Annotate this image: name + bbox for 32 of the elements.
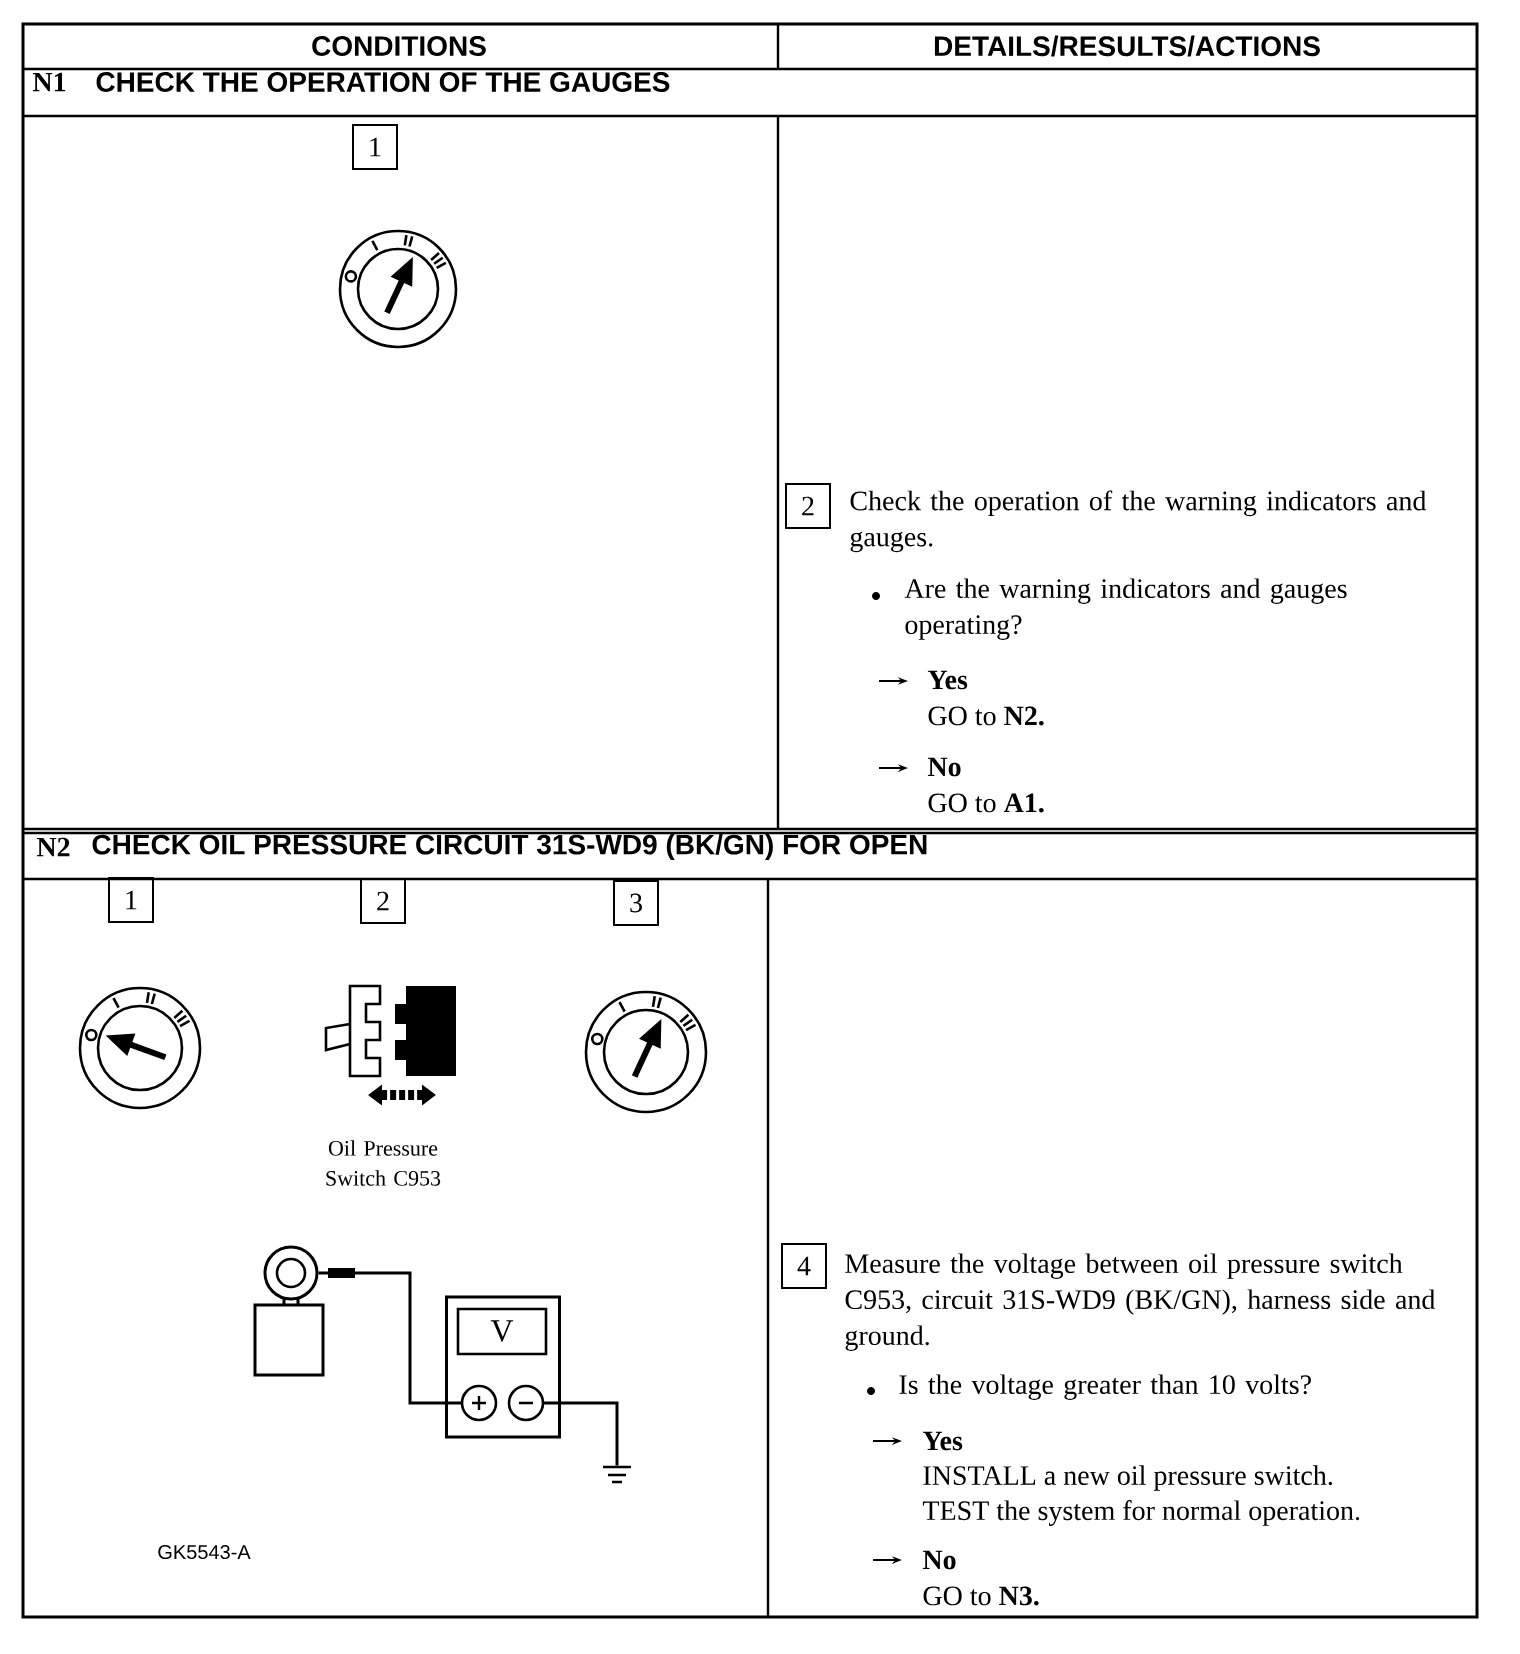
question-text: Are the warning indicators and gauges operating? (904, 578, 1347, 640)
step-number-box: 2 (785, 483, 831, 529)
action-text: INSTALL a new oil pressure switch. (923, 1465, 1332, 1491)
column-header: DETAILS/RESULTS/ACTIONS (934, 35, 1320, 57)
part-label: Oil Pressure Switch C953 (326, 1140, 441, 1186)
step-title: CHECK THE OPERATION OF THE GAUGES (96, 72, 670, 92)
wire (318, 1271, 445, 1405)
answer-yes: Yes (922, 1431, 963, 1451)
step-number-box: 3 (613, 880, 659, 926)
step-number-box: 1 (352, 124, 398, 170)
step-title: CHECK OIL PRESSURE CIRCUIT 31S-WD9 (BK/GN) FOR OPEN (92, 833, 927, 861)
step-number-box: 2 (360, 878, 406, 924)
figure-code: GK5543-A (158, 1544, 251, 1560)
instruction-text: Check the operation of the warning indicators and gauges. (850, 490, 1427, 553)
action-text: GO to A1. (928, 793, 1044, 813)
step-id: N2 (36, 837, 70, 857)
step-number-box: 1 (108, 877, 154, 923)
answer-no: No (927, 757, 961, 777)
voltmeter: V (445, 1295, 562, 1439)
ring-terminal (253, 1245, 355, 1377)
ground-symbol (601, 1465, 633, 1484)
column-header: CONDITIONS (312, 36, 486, 56)
wire (561, 1401, 619, 1466)
answer-no: No (922, 1550, 956, 1570)
action-text: TEST the system for normal operation. (922, 1500, 1360, 1526)
instruction-text: Measure the voltage between oil pressure switch C953, circuit 31S-WD9 (BK/GN), harness side and ground. (845, 1253, 1436, 1351)
step-id: N1 (32, 72, 66, 92)
answer-yes: Yes (927, 670, 968, 690)
question-text: Is the voltage greater than 10 volts? (899, 1374, 1311, 1400)
action-text: GO to N2. (928, 706, 1044, 726)
action-text: GO to N3. (923, 1586, 1039, 1606)
step-number-box: 4 (781, 1243, 827, 1289)
